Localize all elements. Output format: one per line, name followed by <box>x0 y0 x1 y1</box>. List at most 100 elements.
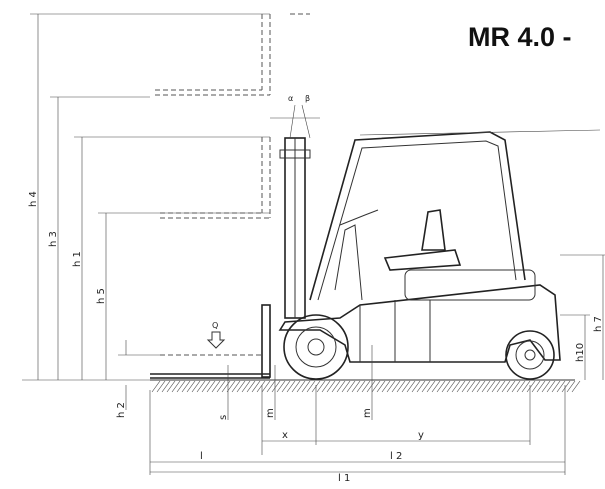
hatch-stroke <box>161 380 171 393</box>
hatch-stroke <box>456 380 466 393</box>
hatch-stroke <box>421 380 431 393</box>
hatch-stroke <box>251 380 261 393</box>
hatch-stroke <box>221 380 231 393</box>
hatch-stroke <box>426 380 436 393</box>
label-m2: m <box>362 408 373 418</box>
load-arrow <box>206 331 226 349</box>
label-beta: β <box>305 94 310 103</box>
hatch-stroke <box>376 380 386 393</box>
hatch-stroke <box>356 380 366 393</box>
hatch-stroke <box>546 380 556 393</box>
hatch-stroke <box>201 380 211 393</box>
hatch-stroke <box>176 380 186 393</box>
hatch-stroke <box>336 380 346 393</box>
hatch-stroke <box>266 380 276 393</box>
extended-mast-outline <box>155 13 310 356</box>
hatch-stroke <box>206 380 216 393</box>
forks <box>150 304 271 379</box>
truck-body <box>278 269 561 363</box>
hatch-stroke <box>401 380 411 393</box>
label-m1: m <box>265 408 276 418</box>
hatch-stroke <box>271 380 281 393</box>
hatch-stroke <box>171 380 181 393</box>
label-h10: h10 <box>575 343 586 362</box>
hatch-stroke <box>491 380 501 393</box>
height-dimension-lines <box>22 13 270 410</box>
label-h5: h 5 <box>96 288 107 304</box>
hatch-stroke <box>151 380 161 393</box>
hatch-stroke <box>301 380 311 393</box>
model-title: MR 4.0 - <box>468 22 572 52</box>
ground-clearance-lines <box>227 345 373 420</box>
label-y: y <box>418 430 424 441</box>
hatch-stroke <box>506 380 516 393</box>
hatch-stroke <box>211 380 221 393</box>
hatch-stroke <box>541 380 551 393</box>
hatch-stroke <box>396 380 406 393</box>
hatch-stroke <box>516 380 526 393</box>
hatch-stroke <box>261 380 271 393</box>
hatch-stroke <box>236 380 246 393</box>
hatch-stroke <box>351 380 361 393</box>
hatch-stroke <box>231 380 241 393</box>
hatch-stroke <box>326 380 336 393</box>
ground-hatching <box>150 379 581 393</box>
hatch-stroke <box>226 380 236 393</box>
label-h4: h 4 <box>28 191 39 207</box>
hatch-stroke <box>556 380 566 393</box>
hatch-stroke <box>451 380 461 393</box>
hatch-stroke <box>346 380 356 393</box>
hatch-stroke <box>286 380 296 393</box>
hatch-stroke <box>381 380 391 393</box>
label-h2: h 2 <box>116 402 127 418</box>
hatch-stroke <box>306 380 316 393</box>
hatch-stroke <box>186 380 196 393</box>
hatch-stroke <box>436 380 446 393</box>
label-alpha: α <box>288 94 293 103</box>
hatch-stroke <box>331 380 341 393</box>
hatch-stroke <box>411 380 421 393</box>
hatch-stroke <box>526 380 536 393</box>
label-x: x <box>282 430 288 441</box>
seat <box>383 209 462 271</box>
label-l: l <box>200 451 203 462</box>
label-h1: h 1 <box>72 251 83 267</box>
label-l2: l 2 <box>390 451 402 462</box>
hatch-stroke <box>216 380 226 393</box>
hatch-stroke <box>366 380 376 393</box>
hatch-stroke <box>551 380 561 393</box>
hatch-stroke <box>391 380 401 393</box>
hatch-stroke <box>511 380 521 393</box>
mast <box>270 104 320 319</box>
hatch-stroke <box>291 380 301 393</box>
hatch-stroke <box>321 380 331 393</box>
hatch-stroke <box>166 380 176 393</box>
right-dimension-lines <box>560 254 605 380</box>
hatch-stroke <box>536 380 546 393</box>
length-dimension-lines <box>149 385 566 475</box>
label-q: Q <box>212 321 218 330</box>
label-h3: h 3 <box>48 231 59 247</box>
steering-column <box>334 209 379 301</box>
hatch-stroke <box>446 380 456 393</box>
hatch-stroke <box>566 380 576 393</box>
hatch-stroke <box>461 380 471 393</box>
hatch-stroke <box>276 380 286 393</box>
hatch-stroke <box>441 380 451 393</box>
hatch-stroke <box>386 380 396 393</box>
front-wheel <box>283 314 349 380</box>
hatch-stroke <box>521 380 531 393</box>
hatch-stroke <box>241 380 251 393</box>
label-l1: l 1 <box>338 473 350 484</box>
hatch-stroke <box>481 380 491 393</box>
hatch-stroke <box>466 380 476 393</box>
hatch-stroke <box>196 380 206 393</box>
hatch-stroke <box>316 380 326 393</box>
hatch-stroke <box>431 380 441 393</box>
hatch-stroke <box>296 380 306 393</box>
hatch-stroke <box>371 380 381 393</box>
hatch-stroke <box>341 380 351 393</box>
hatch-stroke <box>571 380 581 393</box>
